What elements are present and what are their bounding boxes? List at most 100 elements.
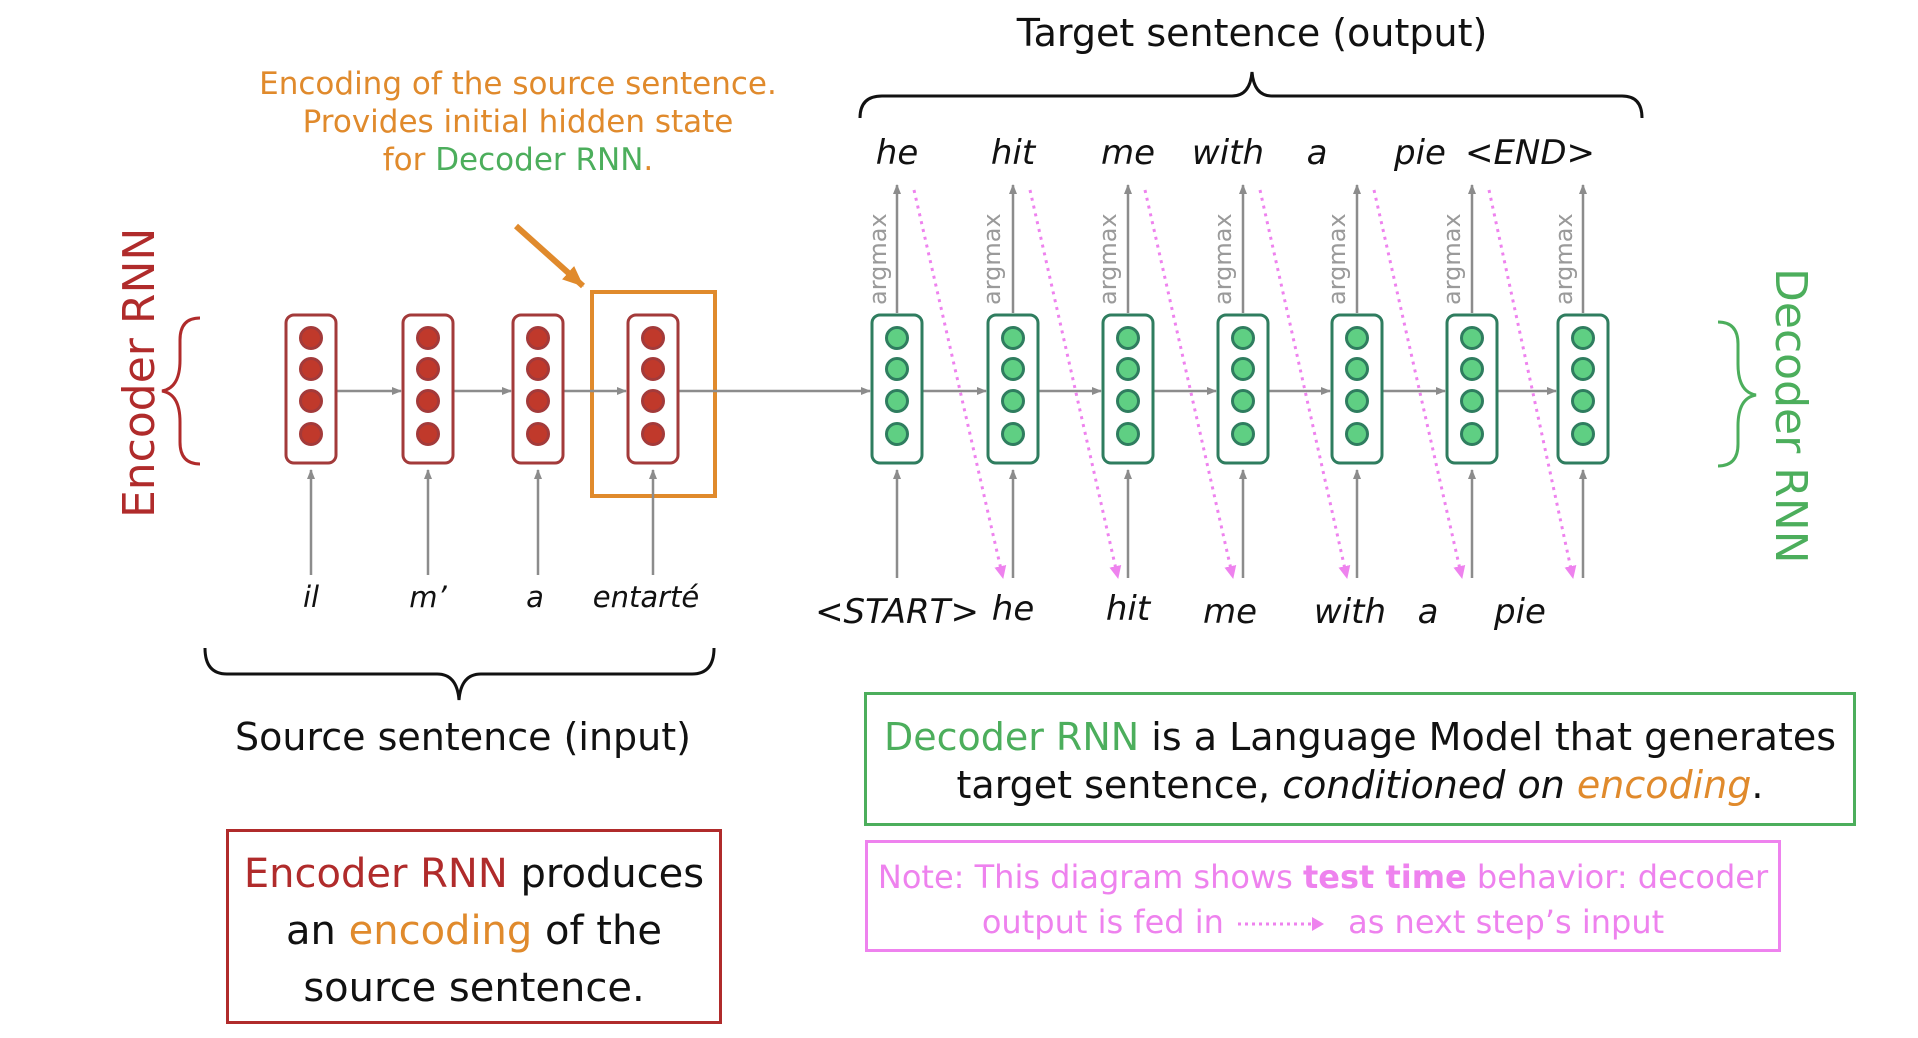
output-word: hit xyxy=(990,133,1036,173)
note-bold-text: test time xyxy=(1302,858,1467,896)
decoder-input-word: he xyxy=(991,589,1035,629)
encoding-note: Encoding of the source sentence. Provide… xyxy=(258,66,778,179)
decoder-cell xyxy=(1330,313,1384,465)
argmax-label: argmax xyxy=(1094,213,1122,305)
hidden-unit xyxy=(641,389,665,413)
decoder-cell xyxy=(1556,313,1610,465)
hidden-unit xyxy=(641,422,665,446)
hidden-unit xyxy=(1001,357,1025,381)
hidden-unit xyxy=(526,422,550,446)
encoder-description-line1: Encoder RNN produces xyxy=(229,846,719,903)
hidden-unit xyxy=(1116,422,1140,446)
decoder-input-word: a xyxy=(1417,592,1439,632)
encoder-side-label: Encoder RNN xyxy=(114,227,165,518)
encoding-note-line1: Encoding of the source sentence. xyxy=(259,66,777,102)
encoder-description-line3: source sentence. xyxy=(303,964,645,1011)
hidden-unit xyxy=(1571,389,1595,413)
hidden-unit xyxy=(299,326,323,350)
source-word: entarté xyxy=(592,580,700,614)
hidden-unit xyxy=(1460,326,1484,350)
decoder-description-text2: target sentence, xyxy=(956,763,1283,808)
encoding-note-line2: Provides initial hidden state xyxy=(302,103,734,140)
hidden-unit xyxy=(1460,389,1484,413)
decoder-input-word: pie xyxy=(1494,592,1546,632)
hidden-unit xyxy=(526,326,550,350)
hidden-unit xyxy=(1571,422,1595,446)
encoding-note-prefix: for xyxy=(382,141,436,178)
hidden-unit xyxy=(526,357,550,381)
hidden-unit xyxy=(416,326,440,350)
argmax-label: argmax xyxy=(1209,213,1237,305)
hidden-unit xyxy=(1231,389,1255,413)
note-box: Note: This diagram shows test time behav… xyxy=(865,840,1781,952)
feedback-arrow xyxy=(1028,189,1122,579)
target-sentence-title: Target sentence (output) xyxy=(1016,11,1488,55)
encoder-cell xyxy=(511,313,565,465)
output-word: pie xyxy=(1394,133,1446,173)
hidden-unit xyxy=(416,357,440,381)
decoder-side-label: Decoder RNN xyxy=(1765,268,1816,564)
hidden-unit xyxy=(1345,389,1369,413)
encoder-description-text3: of the xyxy=(532,907,662,954)
feedback-arrow xyxy=(1372,189,1466,579)
note-line1: Note: This diagram shows test time behav… xyxy=(868,855,1778,900)
decoder-description-end: . xyxy=(1751,763,1764,808)
hidden-unit xyxy=(1345,422,1369,446)
hidden-unit xyxy=(299,357,323,381)
encoding-note-decoder: Decoder RNN xyxy=(435,141,644,178)
decoder-conditioned-text: conditioned on xyxy=(1282,763,1577,808)
encoder-description-text: produces xyxy=(507,851,705,897)
encoding-note-suffix: . xyxy=(643,141,654,178)
output-word: a xyxy=(1306,133,1328,173)
decoder-cell xyxy=(986,313,1040,465)
hidden-unit xyxy=(885,389,909,413)
decoder-input-word: <START> xyxy=(815,592,979,632)
encoder-brace xyxy=(161,316,201,466)
decoder-rnn-term: Decoder RNN xyxy=(883,715,1140,759)
argmax-label: argmax xyxy=(978,213,1006,305)
decoder-cell xyxy=(870,313,924,465)
hidden-unit xyxy=(1571,326,1595,350)
hidden-unit xyxy=(416,389,440,413)
hidden-unit xyxy=(1460,357,1484,381)
feedback-arrow xyxy=(1143,189,1237,579)
hidden-unit xyxy=(1001,326,1025,350)
hidden-unit xyxy=(1571,357,1595,381)
hidden-unit xyxy=(641,326,665,350)
encoder-cell xyxy=(284,313,338,465)
encoder-rnn-term: Encoder RNN xyxy=(243,851,508,897)
decoder-description-text: is a Language Model that generates xyxy=(1139,715,1837,759)
hidden-unit xyxy=(1116,326,1140,350)
encoder-description-line2: an encoding of the xyxy=(229,903,719,960)
hidden-unit xyxy=(299,389,323,413)
decoder-encoding-term: encoding xyxy=(1576,763,1752,808)
hidden-unit xyxy=(1231,326,1255,350)
source-word: m’ xyxy=(409,580,447,614)
hidden-unit xyxy=(1460,422,1484,446)
decoder-input-word: me xyxy=(1202,592,1258,632)
argmax-label: argmax xyxy=(1438,213,1466,305)
hidden-unit xyxy=(641,357,665,381)
encoding-note-line3: for Decoder RNN. xyxy=(258,142,778,180)
encoder-description-text2: an xyxy=(286,907,349,954)
decoder-input-word: hit xyxy=(1105,589,1151,629)
decoder-cell xyxy=(1101,313,1155,465)
feedback-arrow xyxy=(1258,189,1351,579)
hidden-unit xyxy=(1116,357,1140,381)
encoder-description-box: Encoder RNN produces an encoding of the … xyxy=(226,829,722,1024)
hidden-unit xyxy=(1345,326,1369,350)
encoder-cell xyxy=(401,313,455,465)
feedback-arrow xyxy=(1487,189,1577,579)
source-brace xyxy=(203,647,716,701)
source-sentence-title: Source sentence (input) xyxy=(235,715,691,759)
hidden-unit xyxy=(885,326,909,350)
hidden-unit xyxy=(1345,357,1369,381)
output-word: me xyxy=(1100,133,1156,173)
decoder-description-line1: Decoder RNN is a Language Model that gen… xyxy=(867,713,1853,761)
note-text: Note: This diagram shows xyxy=(877,858,1303,896)
decoder-cell xyxy=(1445,313,1499,465)
hidden-unit xyxy=(1001,389,1025,413)
source-word: il xyxy=(302,580,320,614)
